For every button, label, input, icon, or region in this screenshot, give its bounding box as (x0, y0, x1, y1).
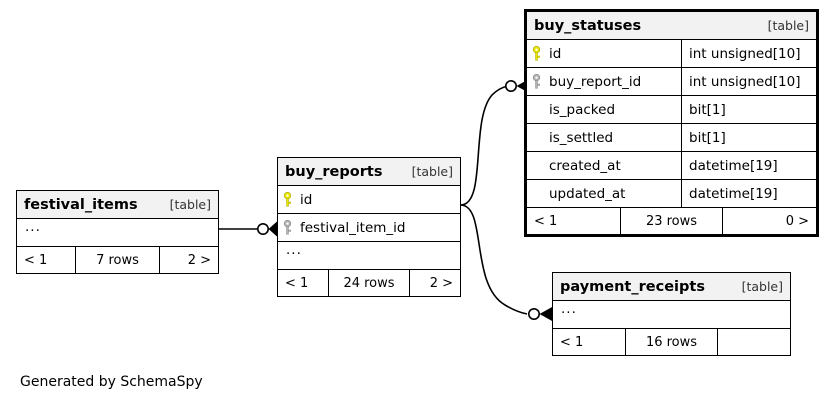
column-name: created_at (549, 157, 621, 174)
prev-page-button[interactable]: < 1 (534, 213, 558, 229)
primary-key-icon (527, 40, 545, 67)
prev-page-button[interactable]: < 1 (560, 334, 584, 350)
key-spacer (527, 152, 545, 179)
foreign-key-icon (278, 214, 296, 241)
column-name: festival_item_id (300, 219, 406, 236)
column-row-is-packed: is_packed bit[1] (527, 96, 816, 124)
key-spacer (527, 96, 545, 123)
column-name: is_packed (549, 101, 616, 118)
row-count-label: 7 rows (75, 247, 160, 273)
table-footer-payment-receipts: < 1 16 rows (553, 329, 790, 355)
column-row-updated-at: updated_at datetime[19] (527, 180, 816, 208)
row-count-label: 16 rows (625, 329, 718, 355)
table-buy-statuses[interactable]: buy_statuses [table] id int unsigned[10] (524, 9, 819, 237)
table-festival-items[interactable]: festival_items [table] ... < 1 7 rows 2 … (16, 190, 219, 274)
table-header-buy-statuses: buy_statuses [table] (527, 12, 816, 40)
column-name: id (549, 45, 562, 62)
prev-page-button[interactable]: < 1 (24, 252, 48, 268)
table-header-festival-items: festival_items [table] (17, 191, 218, 219)
column-row: ... (278, 242, 460, 270)
row-count-label: 24 rows (328, 270, 410, 296)
key-spacer (527, 124, 545, 151)
generated-by-caption: Generated by SchemaSpy (20, 374, 203, 390)
next-page-button[interactable]: 2 > (187, 252, 211, 268)
table-title: buy_reports (285, 163, 383, 180)
prev-page-button[interactable]: < 1 (285, 275, 309, 291)
table-header-payment-receipts: payment_receipts [table] (553, 273, 790, 301)
column-name: updated_at (549, 185, 626, 202)
column-ellipsis: ... (561, 301, 577, 317)
column-row-festival-item-id: festival_item_id (278, 214, 460, 242)
table-title: buy_statuses (534, 17, 642, 34)
column-type: int unsigned[10] (681, 68, 816, 95)
next-page-button[interactable]: 2 > (429, 275, 453, 291)
primary-key-icon (278, 186, 296, 213)
row-count-label: 23 rows (620, 208, 723, 234)
column-ellipsis: ... (286, 242, 302, 258)
column-name: id (300, 191, 313, 208)
table-footer-buy-reports: < 1 24 rows 2 > (278, 270, 460, 296)
column-type: bit[1] (681, 124, 816, 151)
column-type: int unsigned[10] (681, 40, 816, 67)
column-type: datetime[19] (681, 152, 816, 179)
column-row-id: id int unsigned[10] (527, 40, 816, 68)
column-ellipsis: ... (25, 219, 41, 235)
next-page-button[interactable]: 0 > (785, 213, 809, 229)
table-title: payment_receipts (560, 278, 705, 295)
column-type: datetime[19] (681, 180, 816, 207)
table-footer-buy-statuses: < 1 23 rows 0 > (527, 208, 816, 234)
table-footer-festival-items: < 1 7 rows 2 > (17, 247, 218, 273)
column-row: ... (553, 301, 790, 329)
column-name: is_settled (549, 129, 614, 146)
table-header-buy-reports: buy_reports [table] (278, 158, 460, 186)
table-title: festival_items (24, 196, 138, 213)
table-kind-label: [table] (767, 18, 809, 33)
column-row: ... (17, 219, 218, 247)
foreign-key-icon (527, 68, 545, 95)
next-page-button[interactable] (718, 329, 790, 355)
table-buy-reports[interactable]: buy_reports [table] id (277, 157, 461, 297)
column-type: bit[1] (681, 96, 816, 123)
column-row-id: id (278, 186, 460, 214)
column-row-buy-report-id: buy_report_id int unsigned[10] (527, 68, 816, 96)
edge-buy-reports-to-buy-statuses (460, 78, 530, 206)
table-kind-label: [table] (741, 279, 783, 294)
column-row-created-at: created_at datetime[19] (527, 152, 816, 180)
edge-festival-items-to-buy-reports (219, 221, 277, 237)
key-spacer (527, 180, 545, 207)
table-payment-receipts[interactable]: payment_receipts [table] ... < 1 16 rows (552, 272, 791, 356)
table-kind-label: [table] (169, 197, 211, 212)
column-row-is-settled: is_settled bit[1] (527, 124, 816, 152)
column-name: buy_report_id (549, 73, 642, 90)
table-kind-label: [table] (411, 164, 453, 179)
